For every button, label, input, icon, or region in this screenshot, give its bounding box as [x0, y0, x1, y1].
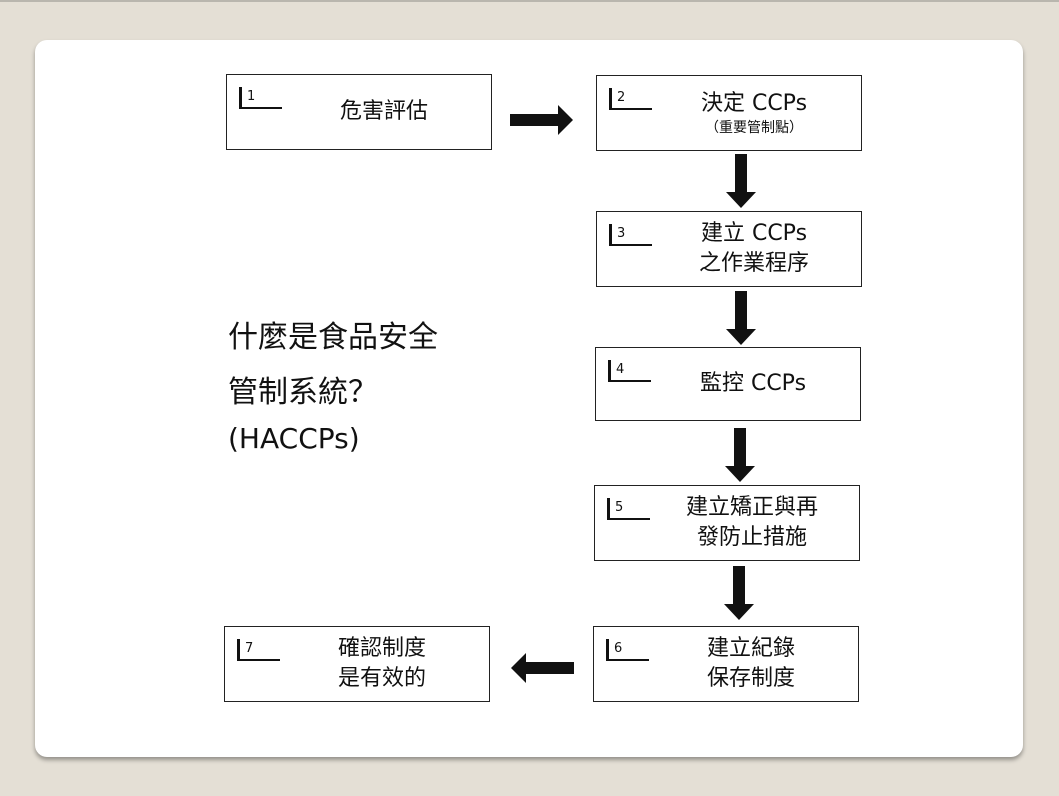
step-marker-icon [608, 360, 651, 382]
step-marker-icon [239, 87, 282, 109]
arrow-down-icon [725, 428, 755, 482]
step-text: 決定 CCPs [700, 91, 808, 116]
step-number: 7 [245, 641, 254, 656]
step-marker-icon [609, 88, 652, 110]
step-box-4: 4 監控 CCPs [595, 347, 861, 421]
step-marker-icon [609, 224, 652, 246]
step-text: 建立紀錄 [706, 636, 795, 661]
step-text-2: 之作業程序 [698, 251, 809, 276]
step-number: 2 [617, 90, 626, 105]
arrow-down-icon [724, 566, 754, 620]
side-title-line2: 管制系統？ [228, 375, 378, 410]
step-box-1: 1 危害評估 [226, 74, 492, 150]
step-text: 確認制度 [337, 636, 426, 661]
top-border [0, 0, 1059, 2]
arrow-right-icon [510, 105, 573, 135]
slide-card [35, 40, 1023, 757]
step-subtext: （重要管制點） [705, 120, 803, 136]
step-text: 危害評估 [339, 99, 428, 124]
step-number: 3 [617, 226, 626, 241]
step-box-7: 7 確認制度是有效的 [224, 626, 490, 702]
step-box-5: 5 建立矯正與再發防止措施 [594, 485, 860, 561]
step-box-2: 2 決定 CCPs （重要管制點） [596, 75, 862, 151]
step-text-2: 保存制度 [706, 666, 795, 691]
step-number: 1 [247, 89, 256, 104]
step-text: 建立 CCPs [700, 221, 808, 246]
step-number: 4 [616, 362, 625, 377]
arrow-left-icon [511, 653, 574, 683]
side-title-line3: (HACCPs) [228, 422, 360, 455]
step-marker-icon [607, 498, 650, 520]
step-text: 建立矯正與再 [685, 495, 818, 520]
step-marker-icon [606, 639, 649, 661]
step-text-2: 發防止措施 [696, 525, 807, 550]
arrow-down-icon [726, 291, 756, 345]
arrow-down-icon [726, 154, 756, 208]
step-text-2: 是有效的 [337, 666, 426, 691]
step-box-6: 6 建立紀錄保存制度 [593, 626, 859, 702]
step-number: 5 [615, 500, 624, 515]
step-marker-icon [237, 639, 280, 661]
step-number: 6 [614, 641, 623, 656]
step-box-3: 3 建立 CCPs 之作業程序 [596, 211, 862, 287]
side-title-line1: 什麼是食品安全 [228, 320, 438, 355]
step-text: 監控 CCPs [699, 371, 807, 396]
